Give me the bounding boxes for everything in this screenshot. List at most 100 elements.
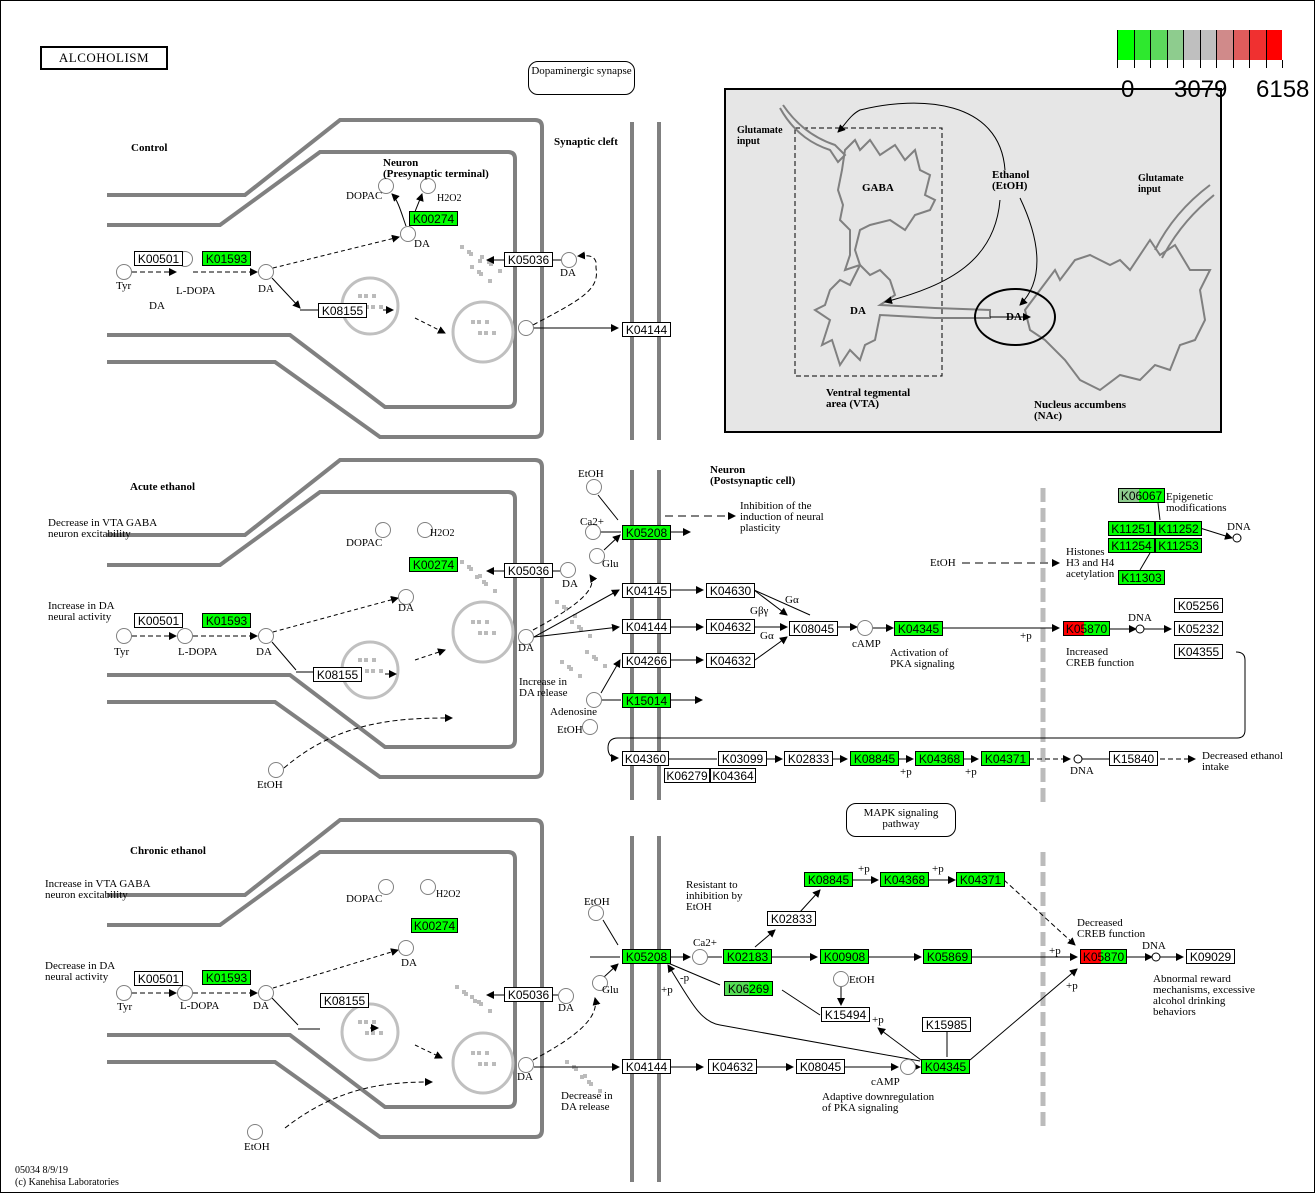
map-link-mapk-signaling[interactable]: MAPK signaling pathway [846,803,956,837]
edge [533,589,620,638]
gene-box-k04266[interactable]: K04266 [622,653,671,668]
compound-node [561,252,577,268]
gene-box-k11252[interactable]: K11252 [1155,521,1202,536]
gene-box-k04368[interactable]: K04368 [915,751,964,766]
map-link-dopaminergic-synapse[interactable]: Dopaminergic synapse [528,61,635,95]
gene-box-k04630[interactable]: K04630 [706,583,755,598]
gene-box-k05036[interactable]: K05036 [504,987,553,1002]
gene-id-label: K05256 [1177,599,1220,613]
gene-box-k01593[interactable]: K01593 [202,613,251,628]
gene-box-k04632[interactable]: K04632 [706,653,755,668]
gene-box-k05036[interactable]: K05036 [504,563,553,578]
gene-box-k04364[interactable]: K04364 [710,768,756,783]
gene-box-k04632[interactable]: K04632 [708,1059,757,1074]
gene-box-k08155[interactable]: K08155 [320,993,369,1008]
gene-box-k01593[interactable]: K01593 [202,251,251,266]
gene-box-k11254[interactable]: K11254 [1108,538,1155,553]
gene-box-k15985[interactable]: K15985 [922,1017,971,1032]
gene-box-k04360[interactable]: K04360 [622,751,669,766]
label-minus-p: -p [680,972,690,984]
gene-box-k00908[interactable]: K00908 [820,949,869,964]
gene-box-k03099[interactable]: K03099 [718,751,767,766]
dopamine-dot [372,294,376,298]
edge [533,623,620,638]
gene-id-label: K00274 [412,558,455,572]
edge [1139,552,1151,571]
gene-box-k05256[interactable]: K05256 [1174,598,1223,613]
label-h2o2: H2O2 [437,193,462,204]
gene-box-k00274[interactable]: K00274 [409,557,458,572]
gene-id-label: K08845 [853,752,896,766]
note-inhibition-plasticity: Inhibition of the induction of neural pl… [740,500,824,534]
synapse-ellipse [974,288,1056,346]
gene-box-k06269[interactable]: K06269 [724,981,773,996]
gene-box-k11253[interactable]: K11253 [1155,538,1202,553]
note-histones: Histones H3 and H4 acetylation [1066,546,1115,580]
neuron-outer-membrane [107,118,544,439]
gene-box-k04371[interactable]: K04371 [956,872,1005,887]
gene-box-k04345[interactable]: K04345 [921,1059,970,1074]
dopamine-dot [477,1000,481,1004]
gene-box-k05232[interactable]: K05232 [1174,621,1223,636]
gene-box-k05870[interactable]: K05870 [1063,621,1110,636]
dna-node [1151,952,1161,962]
label-plus-p: +p [932,863,944,875]
gene-box-k04368[interactable]: K04368 [880,872,929,887]
gene-box-k05208[interactable]: K05208 [622,949,671,964]
dopamine-dot [560,660,564,664]
vta-box [794,127,943,377]
gene-box-k09029[interactable]: K09029 [1186,949,1235,964]
gene-box-k08045[interactable]: K08045 [796,1059,845,1074]
gene-box-k06067[interactable]: K06067 [1118,488,1165,503]
gene-box-k04345[interactable]: K04345 [894,621,943,636]
gene-box-k02833[interactable]: K02833 [784,751,833,766]
gene-box-k08155[interactable]: K08155 [318,303,367,318]
gene-box-k15840[interactable]: K15840 [1109,751,1158,766]
compound-node [116,264,132,280]
gene-box-k08155[interactable]: K08155 [313,667,362,682]
gene-box-k11303[interactable]: K11303 [1118,570,1165,585]
edge [271,641,297,671]
gene-box-k04632[interactable]: K04632 [706,619,755,634]
gene-box-k00501[interactable]: K00501 [134,613,183,628]
gene-box-k11251[interactable]: K11251 [1108,521,1155,536]
gene-box-k06279[interactable]: K06279 [664,768,710,783]
gene-box-k05036[interactable]: K05036 [504,252,553,267]
gene-box-k04355[interactable]: K04355 [1174,644,1223,659]
gene-box-k00501[interactable]: K00501 [134,251,183,266]
gene-box-partial-fill [1119,489,1140,502]
label-h2o2: H2O2 [436,889,461,900]
gene-box-k00501[interactable]: K00501 [134,971,183,986]
gene-box-k04144[interactable]: K04144 [622,1059,671,1074]
dopamine-dot [580,1075,584,1079]
gene-box-k02183[interactable]: K02183 [723,949,772,964]
gene-box-k00274[interactable]: K00274 [409,211,458,226]
synaptic-vesicle [451,600,515,664]
dopamine-dot [492,631,496,635]
dopamine-dot [478,1062,482,1066]
gene-box-k15014[interactable]: K15014 [622,693,671,708]
gene-id-label: K04368 [883,873,926,887]
gene-box-k08845[interactable]: K08845 [850,751,899,766]
label-ldopa: L-DOPA [180,1000,220,1012]
gene-id-label: K06067 [1120,489,1163,503]
gene-id-label: K03099 [721,752,764,766]
gene-box-k15494[interactable]: K15494 [821,1007,870,1022]
gene-box-k05870[interactable]: K05870 [1080,949,1127,964]
label-etoh: EtOH [584,896,610,908]
gene-box-k02833[interactable]: K02833 [767,911,816,926]
gene-box-k04144[interactable]: K04144 [622,322,671,337]
gene-box-k01593[interactable]: K01593 [202,970,251,985]
gene-id-label: K04345 [924,1060,967,1074]
gene-box-k04144[interactable]: K04144 [622,619,671,634]
gene-box-k04371[interactable]: K04371 [981,751,1030,766]
synaptic-vesicle [340,1002,400,1062]
gene-box-k05869[interactable]: K05869 [923,949,972,964]
gene-box-k00274[interactable]: K00274 [411,918,458,933]
compound-node [518,629,534,645]
gene-box-k08045[interactable]: K08045 [789,621,838,636]
gene-box-k04145[interactable]: K04145 [622,583,671,598]
edge [271,277,301,309]
gene-box-k08845[interactable]: K08845 [804,872,853,887]
gene-box-k05208[interactable]: K05208 [622,525,671,540]
